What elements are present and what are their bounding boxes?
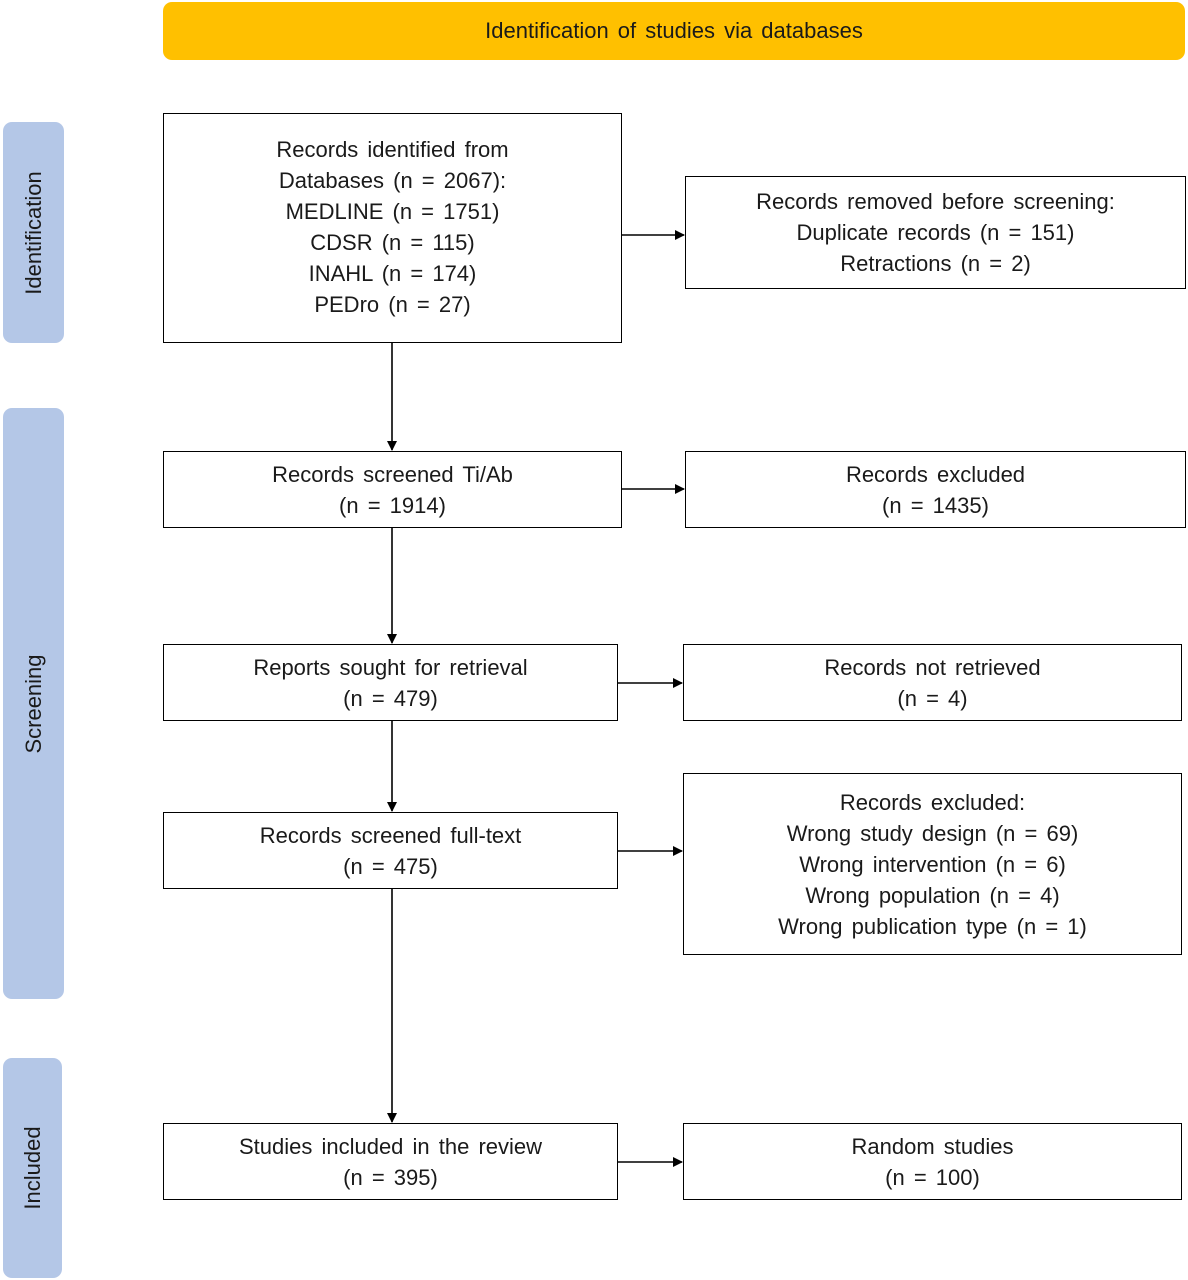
box-line: Records excluded: — [839, 789, 1026, 815]
header-title: Identification of studies via databases — [485, 18, 863, 43]
box-line: Records removed before screening: — [756, 189, 1115, 214]
box-line: Random studies — [851, 1133, 1014, 1159]
box-line: Duplicate records (n = 151) — [796, 220, 1075, 245]
box-line: (n = 395) — [343, 1164, 438, 1190]
box-line: Retractions (n = 2) — [840, 251, 1031, 276]
phase-included-label: Included — [19, 1126, 45, 1210]
box-line: (n = 1914) — [339, 492, 446, 518]
phase-identification: Identification — [3, 122, 64, 343]
box-line: Studies included in the review — [238, 1133, 543, 1159]
phase-screening: Screening — [3, 408, 64, 999]
box-records-not-retrieved: Records not retrieved (n = 4) — [683, 644, 1182, 721]
box-line: (n = 475) — [343, 853, 438, 879]
phase-identification-label: Identification — [20, 170, 46, 295]
box-line: Records identified from — [276, 137, 509, 162]
box-records-screened-fulltext: Records screened full-text (n = 475) — [163, 812, 618, 889]
box-records-excluded-fulltext: Records excluded: Wrong study design (n … — [683, 773, 1182, 955]
box-line: (n = 4) — [897, 685, 968, 711]
box-line: INAHL (n = 174) — [308, 261, 477, 286]
box-line: (n = 1435) — [882, 492, 989, 518]
box-line: MEDLINE (n = 1751) — [285, 199, 500, 224]
header-banner: Identification of studies via databases — [163, 2, 1185, 60]
box-line: CDSR (n = 115) — [310, 230, 475, 255]
box-line: PEDro (n = 27) — [314, 292, 471, 317]
box-studies-included: Studies included in the review (n = 395) — [163, 1123, 618, 1200]
box-line: Records not retrieved — [824, 654, 1041, 680]
box-line: Records screened full-text — [259, 822, 522, 848]
box-records-screened-tiab: Records screened Ti/Ab (n = 1914) — [163, 451, 622, 528]
phase-screening-label: Screening — [20, 653, 46, 754]
box-records-identified: Records identified from Databases (n = 2… — [163, 113, 622, 343]
box-reports-sought: Reports sought for retrieval (n = 479) — [163, 644, 618, 721]
box-line: Wrong intervention (n = 6) — [799, 851, 1066, 877]
box-line: Wrong publication type (n = 1) — [778, 913, 1087, 939]
box-random-studies: Random studies (n = 100) — [683, 1123, 1182, 1200]
box-line: (n = 100) — [885, 1164, 980, 1190]
phase-included: Included — [3, 1058, 62, 1278]
box-line: Databases (n = 2067): — [278, 168, 507, 193]
box-line: (n = 479) — [343, 685, 438, 711]
box-line: Records excluded — [845, 461, 1026, 487]
box-line: Wrong population (n = 4) — [805, 882, 1060, 908]
box-records-excluded-tiab: Records excluded (n = 1435) — [685, 451, 1186, 528]
box-line: Wrong study design (n = 69) — [786, 820, 1079, 846]
box-line: Records screened Ti/Ab — [272, 461, 513, 487]
box-records-removed: Records removed before screening: Duplic… — [685, 176, 1186, 289]
box-line: Reports sought for retrieval — [253, 654, 528, 680]
